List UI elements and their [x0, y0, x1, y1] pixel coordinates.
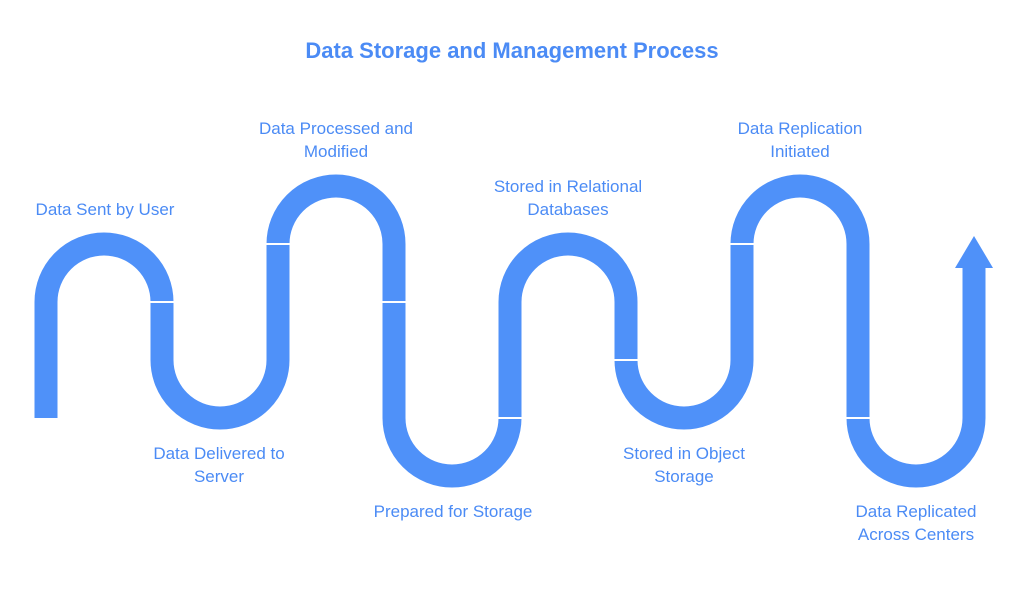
arrow-up-icon	[955, 236, 993, 268]
flow-path	[34, 174, 986, 488]
step-label: Prepared for Storage	[373, 502, 533, 521]
page-title: Data Storage and Management Process	[305, 38, 719, 63]
step-label: Data Sent by User	[35, 200, 175, 219]
segment-dividers	[150, 243, 870, 419]
